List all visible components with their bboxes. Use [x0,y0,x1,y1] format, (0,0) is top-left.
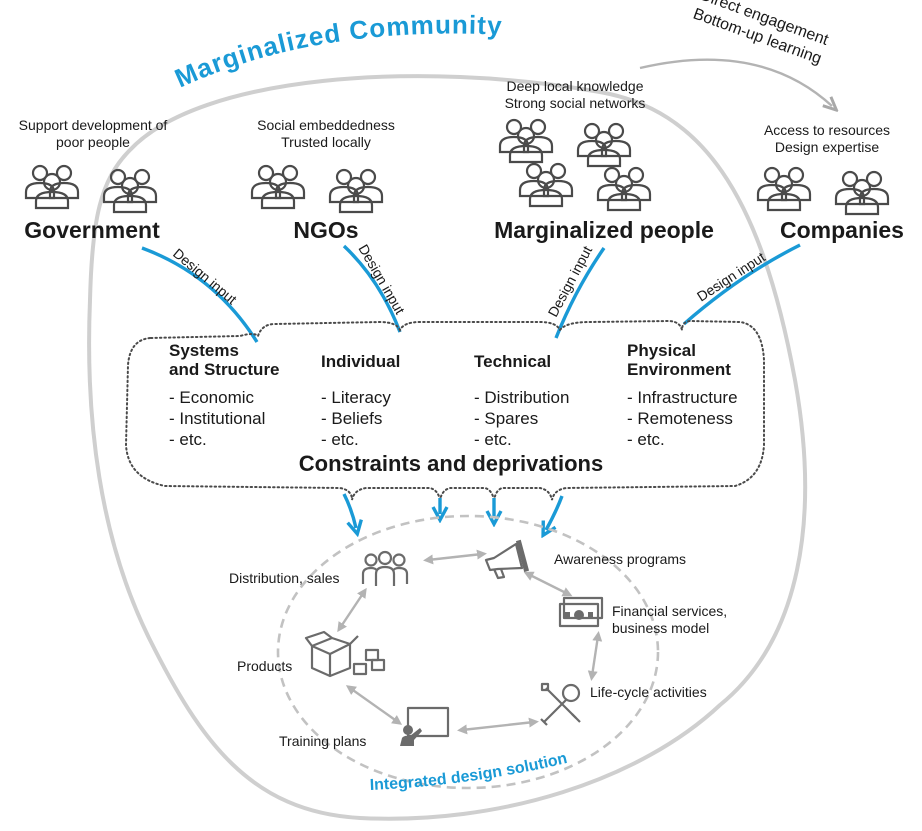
companies-people-icon-2 [834,170,890,216]
cycle-arrow-3 [587,631,603,681]
marginalized-desc-line2: Strong social networks [505,95,646,111]
blue-arrow-1 [342,493,356,528]
label-lifecycle: Life-cycle activities [590,684,707,700]
category-technical-item-3: - etc. [474,430,512,449]
marginalized-people-label: Marginalized people [494,217,714,243]
companies-desc-line1: Access to resources [764,122,890,138]
money-icon [558,596,604,628]
category-technical-item-1: - Distribution [474,388,569,407]
category-physical-item-3: - etc. [627,430,665,449]
category-individual-item-1: - Literacy [321,388,391,407]
category-physical-line1: Physical [627,341,696,360]
category-systems-item-1: - Economic [169,388,255,407]
solution-oval [276,514,660,790]
cycle-arrow-5 [345,685,403,725]
design-input-line-marginalized [554,247,606,339]
label-financial-line1: Financial services, [612,603,727,619]
marginalized-people-icon-2 [576,122,632,168]
category-physical-item-2: - Remoteness [627,409,733,428]
cycle-arrow-4 [457,717,539,735]
marginalized-people-icon-3 [518,162,574,208]
government-people-icon [24,164,80,210]
companies-people-icon [756,166,812,212]
megaphone-icon [484,539,530,580]
design-input-line-companies [682,243,801,326]
ngos-people-icon-2 [328,168,384,214]
government-label: Government [24,217,160,243]
category-physical-line2: Environment [627,360,731,379]
label-training-plans: Training plans [279,733,366,749]
training-board-icon [400,706,450,746]
constraints-title: Constraints and deprivations [299,451,603,476]
category-systems-item-3: - etc. [169,430,207,449]
category-systems-item-2: - Institutional [169,409,265,428]
engagement-arrow [639,58,832,106]
marginalized-desc-line1: Deep local knowledge [507,78,644,94]
ngos-people-icon [250,164,306,210]
government-desc-line1: Support development of [19,117,168,133]
marginalized-people-icon-4 [596,166,652,212]
marginalized-people-icon-1 [498,118,554,164]
ngos-label: NGOs [293,217,358,243]
boxes-icon [304,630,386,678]
ngos-desc-line1: Social embeddedness [257,117,395,133]
label-awareness-programs: Awareness programs [554,551,686,567]
category-individual-item-3: - etc. [321,430,359,449]
government-desc-line2: poor people [56,134,130,150]
design-input-label-government: Design input [170,245,240,307]
label-distribution-sales: Distribution, sales [229,570,340,586]
design-input-label-ngos: Design input [355,242,408,317]
cycle-arrow-6 [337,587,367,633]
category-technical-item-2: - Spares [474,409,538,428]
label-products: Products [237,658,292,674]
design-input-line-government [141,246,259,343]
design-input-label-companies: Design input [694,249,768,305]
design-input-line-ngos [342,244,402,333]
category-systems-line1: Systems [169,341,239,360]
blue-arrow-4 [546,495,564,530]
government-people-icon-2 [102,168,158,214]
label-financial-line2: business model [612,620,709,636]
people-group-icon [361,550,409,586]
cycle-arrow-2 [523,571,573,597]
companies-label: Companies [780,217,904,243]
category-technical-line1: Technical [474,352,551,371]
cycle-arrow-1 [423,549,487,565]
tools-icon [540,682,581,726]
companies-desc-line2: Design expertise [775,139,879,155]
community-boundary [87,74,808,821]
category-individual-item-2: - Beliefs [321,409,382,428]
constraints-container [124,319,765,501]
category-physical-item-1: - Infrastructure [627,388,738,407]
category-individual-line1: Individual [321,352,400,371]
category-systems-line2: and Structure [169,360,280,379]
ngos-desc-line2: Trusted locally [281,134,371,150]
